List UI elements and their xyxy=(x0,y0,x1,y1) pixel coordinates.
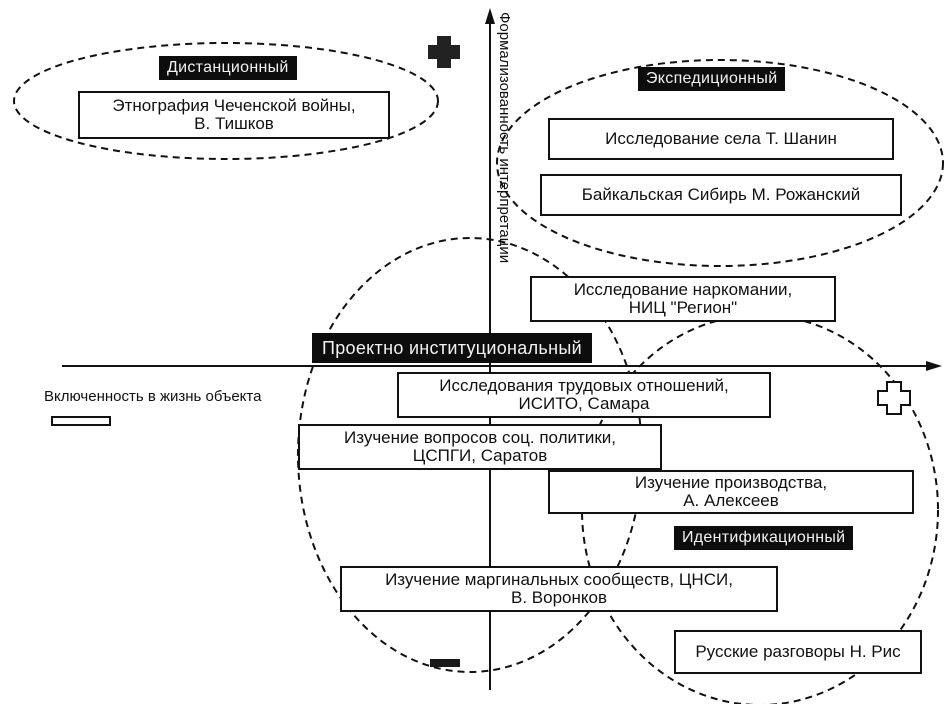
study-line: Байкальская Сибирь М. Рожанский xyxy=(581,185,861,204)
vertical-axis-title: Формализованность интерпретации xyxy=(496,12,513,264)
study-line: ИСИТО, Самара xyxy=(518,394,650,413)
study-line: В. Тишков xyxy=(194,114,274,133)
study-line: Изучение маргинальных сообществ, ЦНСИ, xyxy=(385,570,733,589)
study-line: Этнография Чеченской войны, xyxy=(112,96,356,115)
study-line: Русские разговоры Н. Рис xyxy=(695,642,901,661)
vertical-axis-arrowhead xyxy=(485,8,495,24)
minus-outline-icon xyxy=(51,416,111,426)
study-line: Изучение вопросов соц. политики, xyxy=(344,428,616,447)
study-box-village-shanin: Исследование села Т. Шанин xyxy=(548,118,894,160)
study-line: Исследования трудовых отношений, xyxy=(439,376,729,395)
study-box-drug-addiction: Исследование наркомании, НИЦ "Регион" xyxy=(530,276,836,322)
minus-icon xyxy=(430,659,460,667)
study-box-social-policy: Изучение вопросов соц. политики, ЦСПГИ, … xyxy=(298,424,662,470)
plus-outline-icon xyxy=(877,381,911,415)
study-line: А. Алексеев xyxy=(683,491,779,510)
projective-zone-label: Проектно институциональный xyxy=(312,333,592,363)
study-box-chechen-war: Этнография Чеченской войны, В. Тишков xyxy=(78,91,390,139)
distant-zone-ellipse xyxy=(13,42,439,160)
study-line: В. Воронков xyxy=(511,588,607,607)
study-box-russian-talk: Русские разговоры Н. Рис xyxy=(674,630,922,674)
study-box-marginal-communities: Изучение маргинальных сообществ, ЦНСИ, В… xyxy=(340,566,778,612)
study-line: НИЦ "Регион" xyxy=(628,298,738,317)
study-box-baikal-siberia: Байкальская Сибирь М. Рожанский xyxy=(540,174,902,216)
study-line: ЦСПГИ, Саратов xyxy=(412,446,548,465)
study-box-production: Изучение производства, А. Алексеев xyxy=(548,470,914,514)
study-line: Изучение производства, xyxy=(634,473,828,492)
horizontal-axis-arrowhead xyxy=(926,361,942,371)
plus-icon xyxy=(428,36,460,68)
expeditionary-zone-label: Экспедиционный xyxy=(638,67,786,91)
study-line: Исследование наркомании, xyxy=(573,280,793,299)
study-line: Исследование села Т. Шанин xyxy=(605,129,837,148)
expeditionary-zone-ellipse xyxy=(496,59,944,267)
horizontal-axis-title: Включенность в жизнь объекта xyxy=(44,388,262,405)
identification-zone-label: Идентификационный xyxy=(674,526,854,550)
study-box-labor-relations: Исследования трудовых отношений, ИСИТО, … xyxy=(397,372,771,418)
distant-zone-label: Дистанционный xyxy=(159,56,297,80)
